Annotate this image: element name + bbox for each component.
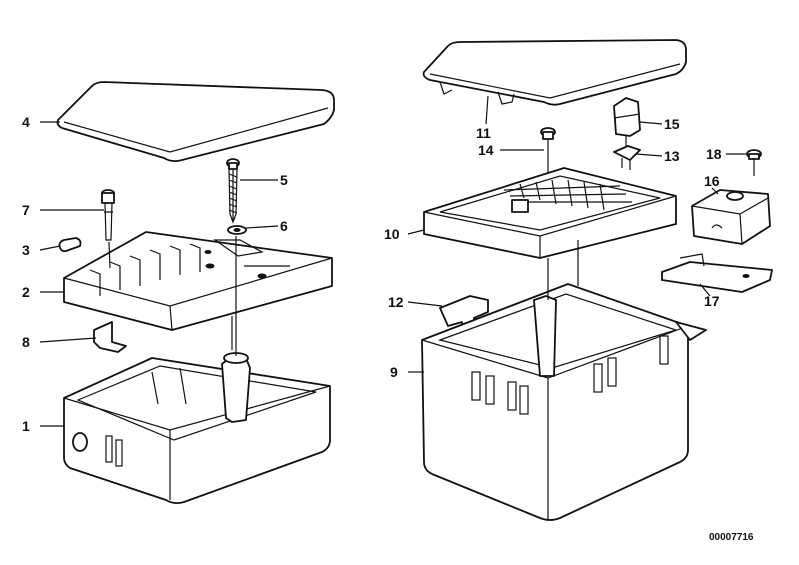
part-11-lid bbox=[422, 39, 687, 106]
callout-15: 15 bbox=[664, 116, 680, 132]
part-5-long-screw bbox=[226, 158, 240, 224]
callout-4: 4 bbox=[22, 114, 30, 130]
callout-8: 8 bbox=[22, 334, 30, 350]
part-1-housing bbox=[63, 352, 331, 505]
part-10-fuse-box bbox=[423, 167, 677, 259]
callout-leaders bbox=[39, 95, 746, 427]
part-7-bolt bbox=[101, 189, 115, 241]
callout-1: 1 bbox=[22, 418, 30, 434]
callout-13: 13 bbox=[664, 148, 680, 164]
part-3-plug bbox=[58, 237, 82, 253]
part-16-cover bbox=[691, 189, 771, 245]
part-18-screw bbox=[746, 149, 762, 176]
callout-3: 3 bbox=[22, 242, 30, 258]
part-2-fuse-carrier bbox=[63, 231, 333, 331]
part-15-relay bbox=[613, 97, 641, 137]
part-9-housing bbox=[421, 283, 707, 521]
callout-7: 7 bbox=[22, 202, 30, 218]
part-4-lid bbox=[56, 81, 335, 163]
callout-5: 5 bbox=[280, 172, 288, 188]
callout-6: 6 bbox=[280, 218, 288, 234]
callout-18: 18 bbox=[706, 146, 722, 162]
callout-12: 12 bbox=[388, 294, 404, 310]
part-6-washer bbox=[227, 225, 247, 235]
callout-14: 14 bbox=[478, 142, 494, 158]
callout-17: 17 bbox=[704, 293, 720, 309]
callout-16: 16 bbox=[704, 173, 720, 189]
callout-9: 9 bbox=[390, 364, 398, 380]
part-8-clip bbox=[93, 321, 127, 353]
diagram-reference-number: 00007716 bbox=[709, 532, 754, 543]
callout-11: 11 bbox=[476, 125, 491, 141]
callout-2: 2 bbox=[22, 284, 30, 300]
part-13-fuse bbox=[613, 145, 641, 170]
callout-10: 10 bbox=[384, 226, 400, 242]
part-17-bracket bbox=[661, 253, 773, 293]
